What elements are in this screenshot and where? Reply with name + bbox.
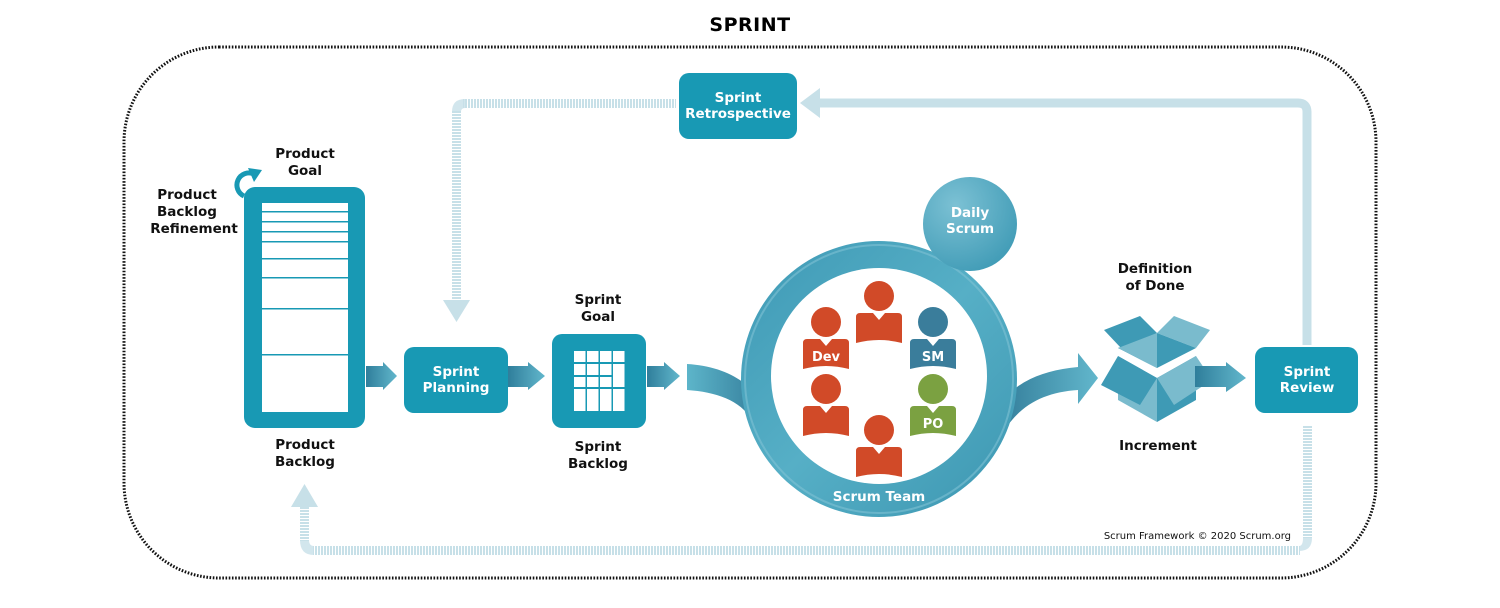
- sprint-planning-box[interactable]: [404, 347, 508, 413]
- planning-arrowhead: [443, 300, 470, 322]
- sprint-backlog[interactable]: [552, 334, 646, 428]
- sprint-backlog-cell: [587, 364, 599, 375]
- person-head-icon: [811, 374, 841, 404]
- refinement-refresh-icon: [234, 168, 262, 199]
- band-into-sprint: [687, 364, 760, 420]
- person-head-icon: [864, 281, 894, 311]
- backlog-arrowhead: [291, 484, 318, 507]
- person-body-icon: [856, 313, 902, 343]
- arrow-backlog-to-planning: [366, 362, 397, 390]
- person-head-icon: [864, 415, 894, 445]
- backlog-item-divider: [262, 211, 348, 213]
- team-member-developer: [856, 415, 902, 477]
- retro-to-planning-line: [463, 99, 676, 108]
- arrow-team-to-increment: [1003, 353, 1098, 425]
- person-body-icon: [803, 406, 849, 436]
- person-head-icon: [811, 307, 841, 337]
- team-member-po: PO: [910, 374, 956, 436]
- team-member-sm: SM: [910, 307, 956, 369]
- team-member-developer: [803, 374, 849, 436]
- sprint-backlog-cell: [600, 377, 612, 387]
- bottom-return-line: [313, 546, 1300, 555]
- person-head-icon: [918, 374, 948, 404]
- scrum-team-circle[interactable]: Scrum Team Dev SM PO: [741, 241, 1017, 517]
- team-member-developer: [856, 281, 902, 343]
- sprint-backlog-cell: [600, 351, 612, 362]
- role-label: SM: [922, 350, 944, 365]
- sprint-backlog-cell: [613, 389, 625, 411]
- arrow-sprint-backlog-to-team: [647, 362, 680, 390]
- sprint-review-box[interactable]: [1255, 347, 1358, 413]
- daily-scrum-circle[interactable]: [923, 177, 1017, 271]
- team-member-dev: Dev: [803, 307, 849, 369]
- sprint-backlog-cell: [613, 351, 625, 362]
- person-head-icon: [918, 307, 948, 337]
- sprint-backlog-cell: [574, 351, 586, 362]
- review-to-retro-line: [812, 98, 1312, 345]
- backlog-item-divider: [262, 277, 348, 279]
- sprint-backlog-cell: [600, 364, 612, 375]
- backlog-item-lines: [262, 211, 348, 356]
- role-label: PO: [923, 417, 944, 432]
- backlog-item-divider: [262, 308, 348, 310]
- role-label: Dev: [812, 350, 841, 365]
- backlog-item-divider: [262, 258, 348, 260]
- review-down-line: [1303, 425, 1312, 538]
- sprint-backlog-cell: [587, 351, 599, 362]
- product-backlog[interactable]: [244, 187, 365, 428]
- copyright-text: Scrum Framework © 2020 Scrum.org: [1104, 531, 1291, 542]
- retro-arrowhead: [800, 88, 820, 118]
- backlog-item-divider: [262, 241, 348, 243]
- sprint-backlog-cell: [587, 377, 599, 387]
- arrow-planning-to-sprint-backlog: [508, 362, 545, 390]
- sprint-backlog-cell: [587, 389, 599, 411]
- sprint-backlog-box[interactable]: [552, 334, 646, 428]
- person-body-icon: [803, 339, 849, 369]
- sprint-backlog-cell: [600, 389, 612, 411]
- arrow-increment-to-review: [1195, 362, 1246, 392]
- backlog-item-divider: [262, 221, 348, 223]
- retro-to-planning-vertical: [452, 111, 461, 301]
- person-body-icon: [910, 339, 956, 369]
- person-body-icon: [856, 447, 902, 477]
- sprint-retrospective-box[interactable]: [679, 73, 797, 139]
- up-to-backlog-line: [300, 506, 309, 541]
- person-body-icon: [910, 406, 956, 436]
- backlog-item-divider: [262, 231, 348, 233]
- backlog-item-divider: [262, 354, 348, 356]
- sprint-boundary: [122, 45, 1378, 580]
- sprint-backlog-grid: [574, 351, 625, 411]
- sprint-backlog-cell: [574, 389, 586, 411]
- scrum-team-label: Scrum Team: [833, 489, 926, 505]
- feedback-loop: [291, 88, 1312, 555]
- sprint-backlog-cell: [574, 377, 586, 387]
- sprint-backlog-cell: [574, 364, 586, 375]
- team-members: Dev SM PO: [803, 281, 956, 477]
- sprint-backlog-cell: [613, 364, 625, 387]
- increment-label: Increment: [1119, 438, 1197, 454]
- sprint-title: SPRINT: [709, 14, 790, 36]
- product-backlog-list: [262, 203, 348, 412]
